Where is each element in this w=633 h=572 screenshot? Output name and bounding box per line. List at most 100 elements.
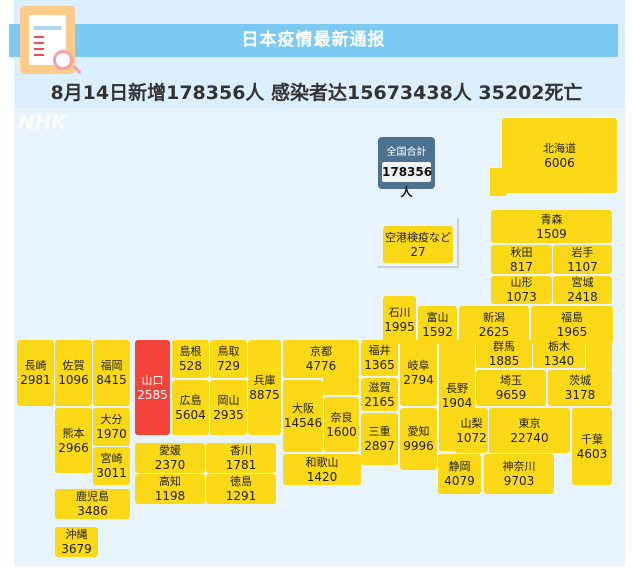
prefecture-name: 岩手 [571, 245, 594, 259]
prefecture-name: 宮城 [571, 276, 594, 289]
prefecture-cases: 1965 [556, 325, 588, 339]
prefecture-name: 山形 [510, 276, 533, 289]
prefecture-cases: 2966 [58, 440, 89, 455]
prefecture-cases: 3011 [96, 466, 127, 480]
prefecture-cases: 5604 [175, 407, 206, 422]
prefecture-name: 熊本 [62, 426, 85, 440]
prefecture-cases: 2981 [20, 373, 51, 387]
total-label: 全国合計 [386, 147, 427, 158]
prefecture-cases: 1291 [225, 489, 257, 503]
prefecture-name: 栃木 [548, 340, 570, 353]
prefecture-name: 静岡 [448, 460, 471, 473]
prefecture-cases: 2794 [403, 373, 434, 387]
prefecture-name: 長野 [446, 381, 468, 395]
prefecture-cases: 2625 [478, 325, 510, 339]
prefecture-cases: 1096 [58, 373, 89, 387]
prefecture-cases: 2935 [213, 407, 244, 422]
prefecture-cases: 1885 [488, 354, 520, 368]
prefecture-cases: 1198 [154, 489, 186, 503]
prefecture-name: 滋賀 [368, 380, 391, 394]
prefecture-name: 大分 [100, 413, 123, 426]
prefecture-cases: 6006 [544, 155, 575, 170]
prefecture-cases: 8415 [96, 373, 127, 387]
prefecture-name: 空港検疫など [385, 230, 451, 244]
prefecture-name: 福岡 [100, 359, 123, 372]
prefecture-name: 京都 [310, 345, 332, 358]
prefecture-cases: 9996 [403, 439, 434, 453]
prefecture-name: 北海道 [543, 141, 576, 155]
prefecture-name: 沖縄 [65, 528, 88, 541]
prefecture-name: 埼玉 [500, 374, 522, 387]
prefecture-cases: 3486 [77, 504, 108, 518]
prefecture-name: 岐阜 [407, 359, 430, 372]
prefecture-name: 茨城 [569, 374, 591, 387]
prefecture-cases: 1592 [422, 325, 453, 339]
prefecture-cases: 4776 [305, 359, 337, 373]
prefecture-cases: 3178 [564, 388, 596, 402]
prefecture-cases: 1365 [364, 358, 395, 372]
nhk-watermark: NHK [18, 110, 67, 134]
prefecture-cases: 817 [510, 259, 533, 274]
national-total: 全国合計 178356人 [378, 137, 435, 199]
prefecture-name: 福井 [368, 344, 391, 357]
prefecture-name: 大阪 [292, 402, 314, 415]
prefecture-name: 愛知 [407, 425, 430, 438]
prefecture-name: 山口 [141, 373, 164, 387]
prefecture-name: 広島 [179, 393, 202, 407]
prefecture-name: 群馬 [493, 340, 515, 353]
prefecture-cases: 2370 [154, 458, 186, 472]
prefecture-cases: 1970 [96, 427, 127, 441]
prefecture-name: 千葉 [581, 432, 603, 446]
prefecture-cases: 4603 [576, 446, 608, 461]
prefecture-cases: 3679 [61, 542, 92, 556]
prefecture-cases: 4079 [444, 474, 475, 488]
prefecture-cases: 1420 [306, 469, 338, 484]
prefecture-name: 佐賀 [62, 359, 85, 372]
prefecture-name: 鹿児島 [76, 490, 109, 503]
prefecture-name: 岡山 [217, 393, 240, 407]
prefecture-name: 山梨 [460, 416, 483, 430]
prefecture-cases: 1781 [225, 458, 257, 472]
prefecture-cases: 2165 [364, 394, 395, 409]
prefecture-name: 秋田 [510, 245, 533, 259]
prefecture-cases: 729 [217, 359, 240, 373]
prefecture-cases: 27 [410, 244, 426, 259]
prefecture-cases: 9659 [495, 388, 527, 402]
report-search-icon [20, 6, 82, 75]
prefecture-name: 東京 [518, 416, 541, 430]
prefecture-cases: 1904 [441, 395, 473, 410]
prefecture-name: 香川 [230, 444, 252, 457]
